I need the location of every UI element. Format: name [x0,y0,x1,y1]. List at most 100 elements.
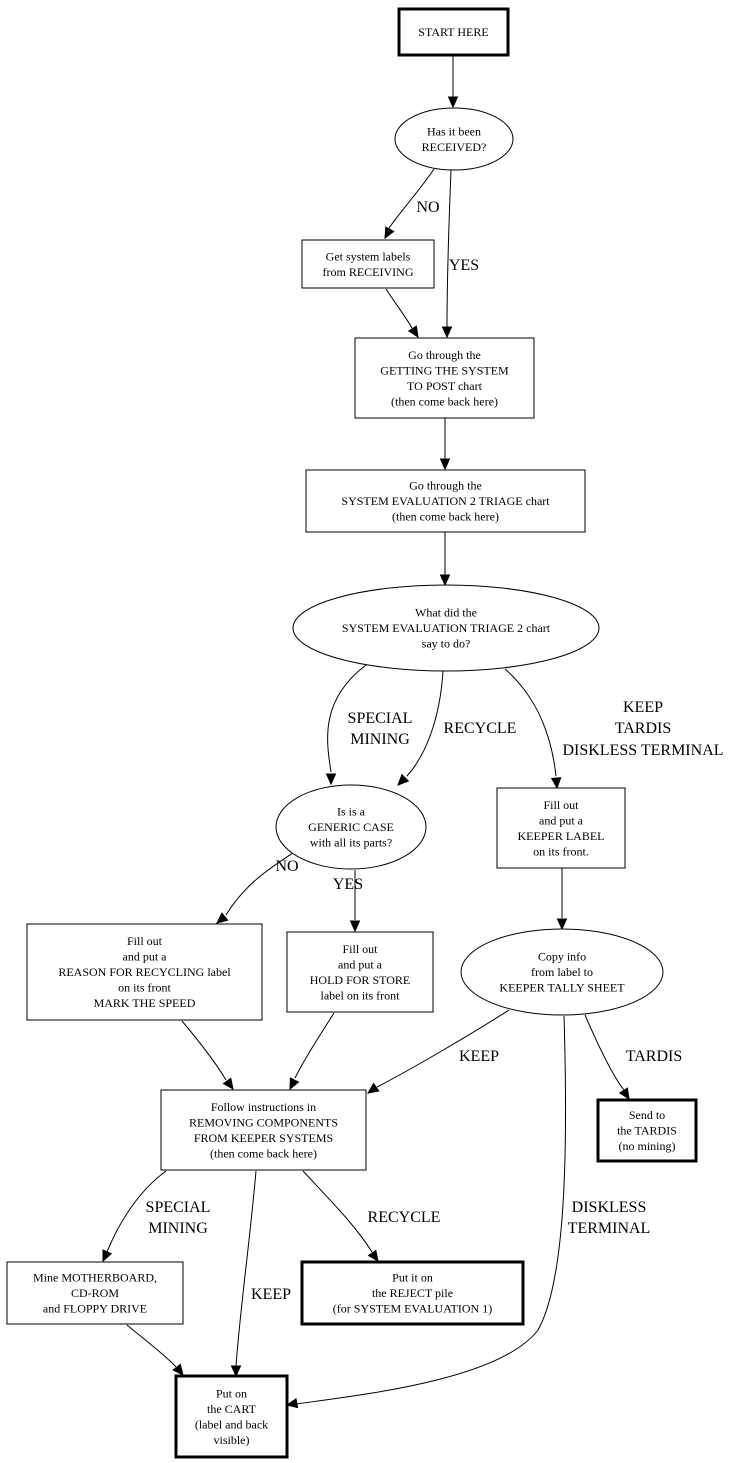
node-text: Follow instructions in [211,1100,316,1114]
node-text: Is is a [337,805,366,819]
node-text: MARK THE SPEED [94,996,196,1010]
edge-line [181,1020,227,1081]
node-text: REASON FOR RECYCLING label [58,965,231,979]
edge-keeper-label-to-tally-sheet [556,868,568,931]
edge-label: DISKLESS [572,1199,647,1216]
node-text: GETTING THE SYSTEM [380,363,509,377]
node-text: from RECEIVING [323,265,414,279]
edge-hold-store-to-removing [289,1012,335,1091]
node-text: SYSTEM EVALUATION TRIAGE 2 chart [342,621,551,635]
node-text: (for SYSTEM EVALUATION 1) [333,1302,492,1316]
node-text: Copy info [538,950,586,964]
edge-line [327,664,367,773]
terminal-box [174,1374,289,1459]
edge-line [106,1170,167,1253]
arrowhead-icon [441,326,453,339]
process-box [160,1089,367,1171]
edge-label: TERMINAL [568,1220,651,1237]
node-text: GENERIC CASE [308,820,394,834]
edge-label: TARDIS [615,720,672,737]
arrowhead-icon [447,96,459,109]
node-text: Mine MOTHERBOARD, [33,1271,157,1285]
node-text: REMOVING COMPONENTS [189,1115,338,1129]
arrowhead-icon [289,1077,300,1091]
node-text: KEEPER TALLY SHEET [499,981,625,995]
edge-line [294,1012,335,1079]
edge-generic-case-to-hold-store [349,870,361,933]
node-text: the CART [207,1402,257,1416]
node-text: Fill out [543,798,579,812]
node-text: label on its front [321,988,401,1002]
edge-label: DISKLESS TERMINAL [562,742,723,759]
arrowhead-icon [367,1249,379,1262]
edge-label: MINING [148,1220,208,1237]
edge-label: MINING [350,731,410,748]
node-text: and put a [539,813,584,827]
edge-line [406,670,444,777]
terminal-box [397,7,510,57]
arrowhead-icon [349,920,361,933]
terminal-box [596,1098,698,1163]
arrowhead-icon [102,1249,113,1263]
node-text: START HERE [418,25,488,39]
node-text: Put it on [392,1271,433,1285]
edge-mine-to-cart [126,1324,184,1376]
node-text: and FLOPPY DRIVE [43,1302,147,1316]
process-box [26,923,263,1021]
node-text: Send to [629,1108,665,1122]
node-text: KEEPER LABEL [518,829,605,843]
process-box [496,787,626,869]
edge-line [126,1324,177,1368]
arrowhead-icon [439,574,451,587]
edge-tally-sheet-to-tardis [584,1014,630,1101]
edge-line [295,1015,567,1405]
node-text: Go through the [408,348,481,362]
node-text: on its front. [533,844,589,858]
edge-received-to-post-chart [441,169,453,339]
edge-received-to-get-labels [384,168,435,240]
node-text: HOLD FOR STORE [310,973,410,987]
edge-label: RECYCLE [368,1209,441,1226]
node-text: say to do? [422,637,471,651]
edge-line [385,288,413,329]
edge-tally-sheet-to-removing [367,1009,510,1094]
node-text: TO POST chart [407,379,483,393]
edge-generic-case-to-reason-recycling [216,852,294,924]
node-text: FROM KEEPER SYSTEMS [194,1131,333,1145]
edge-start-to-received [447,56,459,109]
decision-ellipse [460,928,664,1016]
edge-removing-to-mine [102,1170,167,1263]
edge-label: KEEP [459,1048,499,1065]
edge-line [388,168,435,229]
edge-label: NO [275,858,298,875]
edge-triage-chart-to-what-did [439,532,451,587]
node-text: Fill out [127,934,163,948]
edge-what-did-to-keeper-label [504,668,562,790]
node-text: visible) [214,1433,250,1447]
node-text: SYSTEM EVALUATION 2 TRIAGE chart [341,494,550,508]
edge-label: KEEP [623,699,663,716]
arrowhead-icon [397,773,410,786]
decision-ellipse [275,784,427,870]
edge-line [446,169,452,328]
edge-label: SPECIAL [146,1199,211,1216]
edge-reason-recycling-to-removing [181,1020,234,1090]
node-text: with all its parts? [310,836,392,850]
process-box [354,337,535,419]
node-text: the REJECT pile [372,1286,453,1300]
arrowhead-icon [367,1082,380,1094]
edge-line [584,1014,625,1091]
edge-line [302,1170,373,1253]
arrowhead-icon [407,325,419,339]
arrowhead-icon [550,777,562,790]
